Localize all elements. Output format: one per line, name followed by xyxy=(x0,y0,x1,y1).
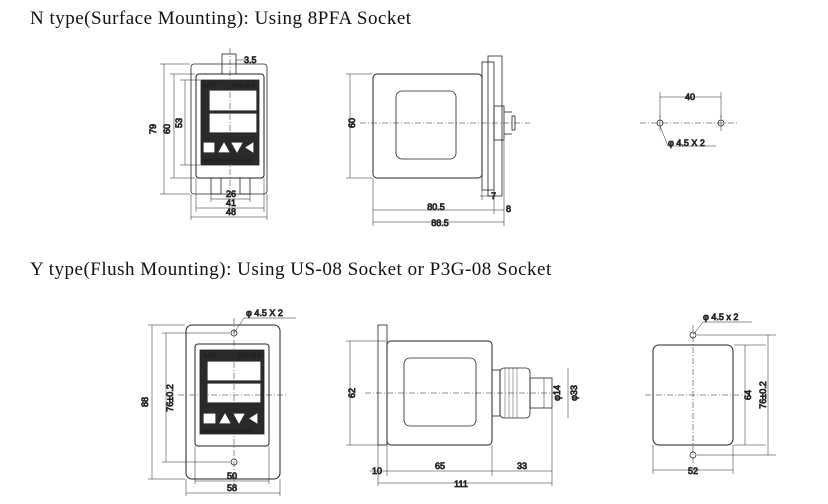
n-front-dim48: 48 xyxy=(226,207,236,217)
y-side-dim14: φ14 xyxy=(552,385,562,401)
n-side-dim60: 60 xyxy=(347,118,357,128)
n-side-view: 60 7 80.5 8 88.5 xyxy=(346,55,530,228)
n-front-dim60: 60 xyxy=(162,124,172,134)
y-side-window xyxy=(403,357,477,427)
y-front-hole-note: φ 4.5 X 2 xyxy=(246,308,283,318)
n-front-view: ANLY ASY-4D R ANLY ELECTRONICS CO. LTD 7… xyxy=(148,48,268,220)
y-side-view: 62 φ14 φ33 10 65 33 111 xyxy=(346,324,579,489)
y-front-dim58: 58 xyxy=(227,483,237,493)
y-type-title: Y type(Flush Mounting): Using US-08 Sock… xyxy=(30,259,552,280)
y-front-footer: ANLY ELECTRONICS CO. LTD xyxy=(202,429,252,433)
y-side-dim33: φ33 xyxy=(569,385,579,401)
n-front-dim53: 53 xyxy=(174,118,184,128)
y-panel-dim52: 52 xyxy=(688,466,698,476)
y-front-set-button xyxy=(203,413,216,424)
n-hole-view: 40 φ 4.5 X 2 xyxy=(640,92,738,148)
n-side-dim7: 7 xyxy=(491,191,496,201)
n-side-dim80-5: 80.5 xyxy=(427,202,445,212)
y-side-dim62: 62 xyxy=(347,388,357,398)
n-front-set-button xyxy=(203,142,215,153)
n-front-model: ASY-4D R xyxy=(232,83,255,89)
n-side-dim88-5: 88.5 xyxy=(431,218,449,228)
n-front-brand: ANLY xyxy=(203,83,217,89)
y-panel-view: φ 4.5 x 2 64 76±0.2 52 xyxy=(645,312,776,476)
n-side-window xyxy=(395,90,457,160)
n-front-footer: ANLY ELECTRONICS CO. LTD xyxy=(202,159,252,163)
n-hole-dim40: 40 xyxy=(685,92,695,102)
y-side-dim33b: 33 xyxy=(517,461,527,471)
n-front-socket xyxy=(190,63,268,195)
y-front-dim76: 76±0.2 xyxy=(165,384,175,411)
y-panel-dim76: 76±0.2 xyxy=(758,381,768,408)
y-front-left-button xyxy=(249,413,258,424)
y-front-dim88: 88 xyxy=(140,397,150,407)
n-type-title: N type(Surface Mounting): Using 8PFA Soc… xyxy=(30,8,412,29)
n-front-up-button xyxy=(218,142,230,153)
n-front-display-bottom xyxy=(209,113,257,133)
y-front-dim50: 50 xyxy=(227,471,237,481)
n-front-bottom-tab-left xyxy=(210,177,222,195)
n-front-left-button xyxy=(245,142,254,153)
n-front-dim26: 26 xyxy=(226,189,236,199)
n-side-socket-rail xyxy=(487,55,503,197)
n-hole-note: φ 4.5 X 2 xyxy=(668,138,705,148)
y-panel-dim64: 64 xyxy=(743,390,753,400)
y-side-socket xyxy=(499,367,531,419)
n-front-dim79: 79 xyxy=(148,124,158,134)
n-side-body xyxy=(372,73,483,179)
y-side-dim65: 65 xyxy=(435,461,445,471)
y-front-up-button xyxy=(219,413,231,424)
y-side-dim111: 111 xyxy=(454,479,468,489)
y-front-view: ANLY ASY-4D R ANLY ELECTRONICS CO. LTD φ… xyxy=(140,308,296,496)
y-front-model: ASY-4D R xyxy=(238,353,261,359)
y-front-plate xyxy=(185,324,281,480)
n-front-down-button xyxy=(231,142,243,153)
y-front-brand: ANLY xyxy=(203,353,217,359)
n-front-display-top xyxy=(209,90,257,111)
n-side-dim8: 8 xyxy=(506,204,511,214)
y-side-flange xyxy=(377,324,388,446)
n-front-bottom-tab-right xyxy=(239,177,251,195)
y-side-dim10: 10 xyxy=(372,466,382,476)
n-front-dim41: 41 xyxy=(226,198,236,208)
y-front-down-button xyxy=(233,413,245,424)
y-panel-hole-note: φ 4.5 x 2 xyxy=(703,312,738,322)
n-front-dim3-5: 3.5 xyxy=(244,55,257,65)
